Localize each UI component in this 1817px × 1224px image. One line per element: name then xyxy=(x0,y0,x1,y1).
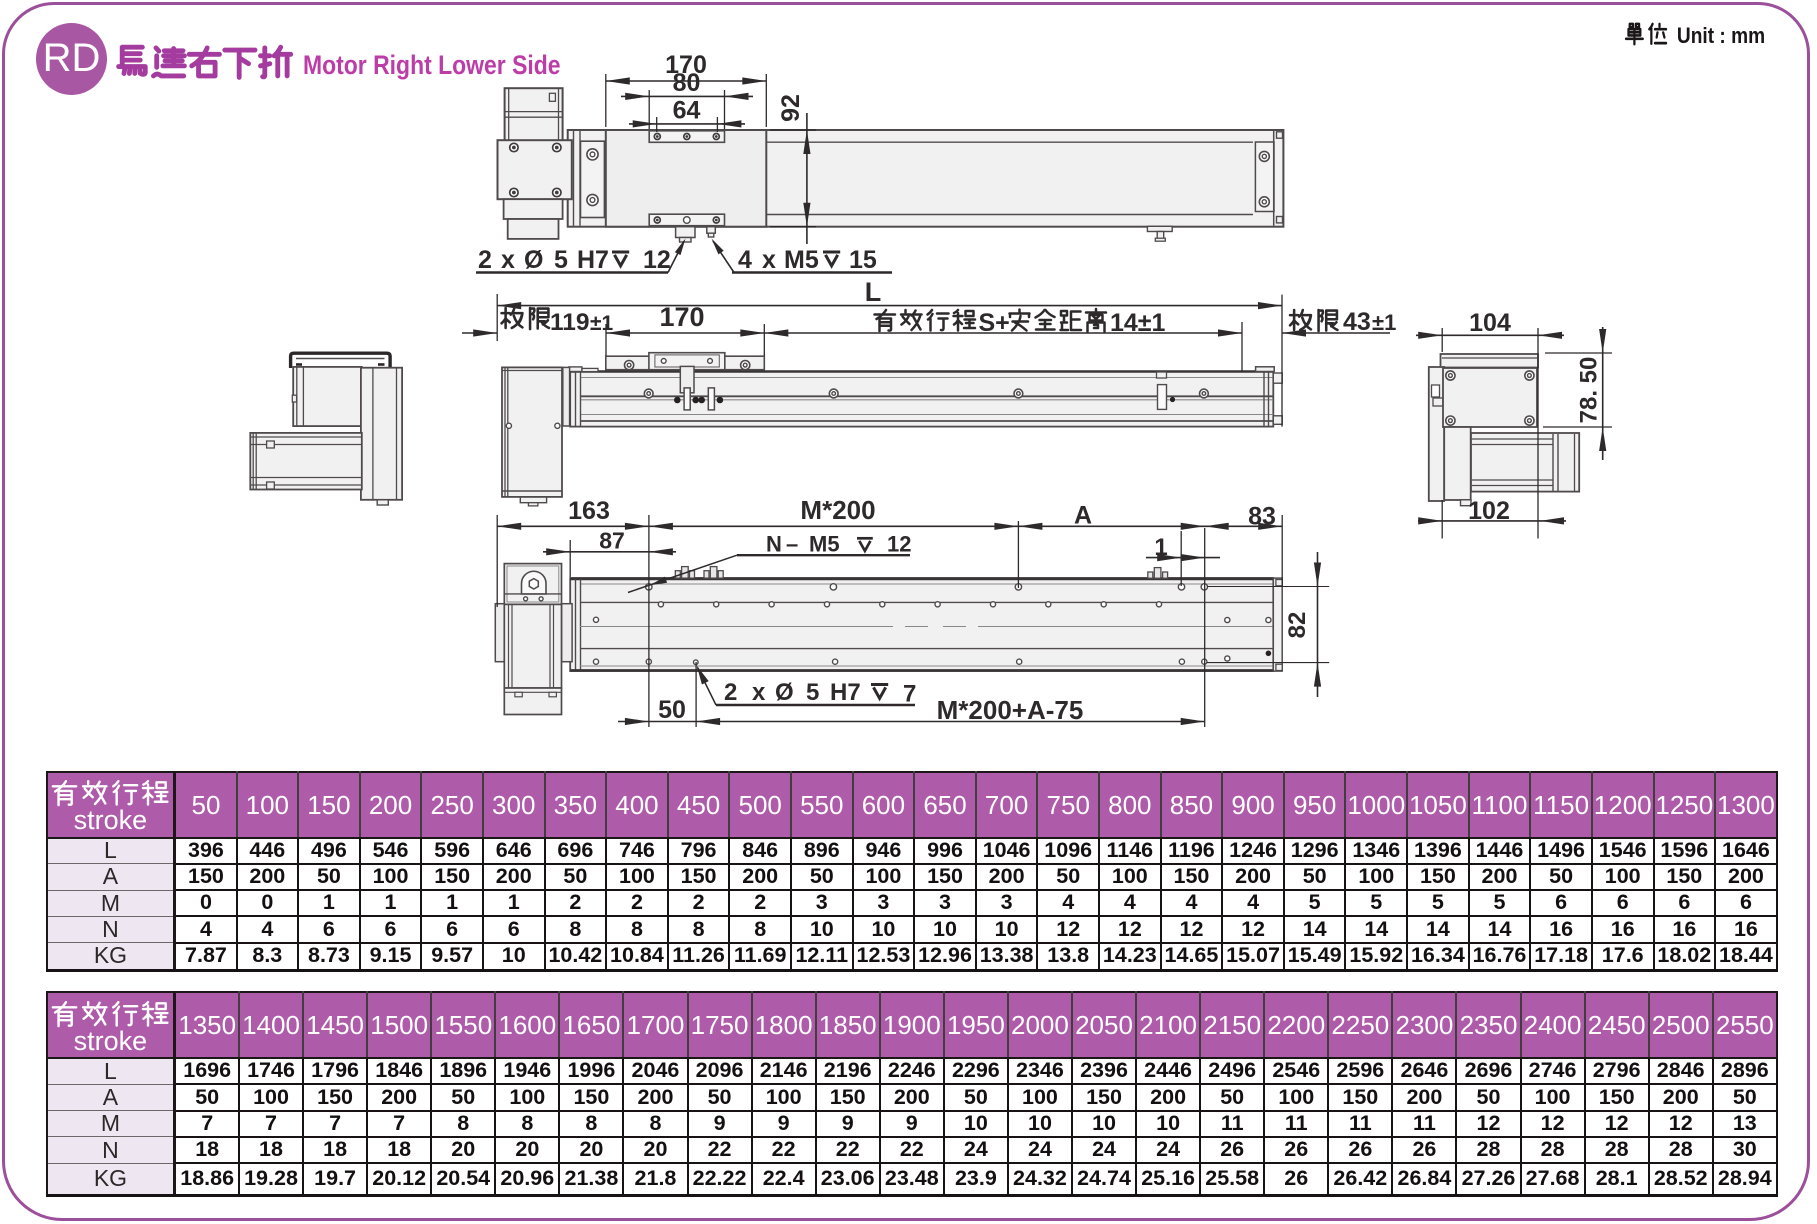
svg-text:15: 15 xyxy=(849,246,877,274)
svg-text:170: 170 xyxy=(665,51,707,79)
svg-text:102: 102 xyxy=(1468,497,1510,525)
svg-text:S+: S+ xyxy=(979,309,1010,337)
svg-text:64: 64 xyxy=(673,97,701,125)
svg-text:±1: ±1 xyxy=(590,312,614,335)
svg-text:83: 83 xyxy=(1248,503,1276,531)
svg-text:50: 50 xyxy=(658,696,686,724)
svg-text:12: 12 xyxy=(643,246,671,274)
svg-text:80: 80 xyxy=(673,69,701,97)
svg-text:82: 82 xyxy=(1284,612,1311,639)
svg-text:x: x xyxy=(762,246,776,274)
svg-text:2: 2 xyxy=(724,679,737,706)
svg-text:M5: M5 xyxy=(784,246,819,274)
svg-text:14±1: 14±1 xyxy=(1110,309,1166,337)
svg-text:104: 104 xyxy=(1469,309,1511,337)
svg-text:12: 12 xyxy=(887,532,911,557)
svg-text:170: 170 xyxy=(659,302,704,332)
svg-text:N: N xyxy=(766,532,782,557)
svg-text:43: 43 xyxy=(1343,308,1371,336)
svg-text:±1: ±1 xyxy=(1372,310,1396,335)
svg-text:4: 4 xyxy=(738,246,752,274)
svg-text:x: x xyxy=(501,246,515,274)
svg-text:78. 50: 78. 50 xyxy=(1576,357,1603,424)
svg-text:M5: M5 xyxy=(809,532,840,557)
svg-text:H7: H7 xyxy=(830,679,861,706)
svg-text:Ø: Ø xyxy=(524,246,543,274)
svg-text:Ø: Ø xyxy=(775,679,794,706)
svg-text:163: 163 xyxy=(568,497,610,525)
svg-text:119: 119 xyxy=(550,309,590,336)
svg-text:92: 92 xyxy=(777,94,805,122)
svg-text:87: 87 xyxy=(599,528,625,554)
svg-text:A: A xyxy=(1074,502,1092,530)
svg-text:7: 7 xyxy=(903,681,916,708)
svg-text:M*200: M*200 xyxy=(800,495,875,525)
svg-text:x: x xyxy=(752,679,766,706)
svg-text:M*200+A-75: M*200+A-75 xyxy=(937,695,1084,725)
svg-text:L: L xyxy=(865,277,882,307)
svg-text:5: 5 xyxy=(554,246,568,274)
svg-text:H7: H7 xyxy=(577,246,609,274)
svg-text:5: 5 xyxy=(806,679,819,706)
svg-text:2: 2 xyxy=(478,246,492,274)
svg-text:–: – xyxy=(786,532,798,557)
